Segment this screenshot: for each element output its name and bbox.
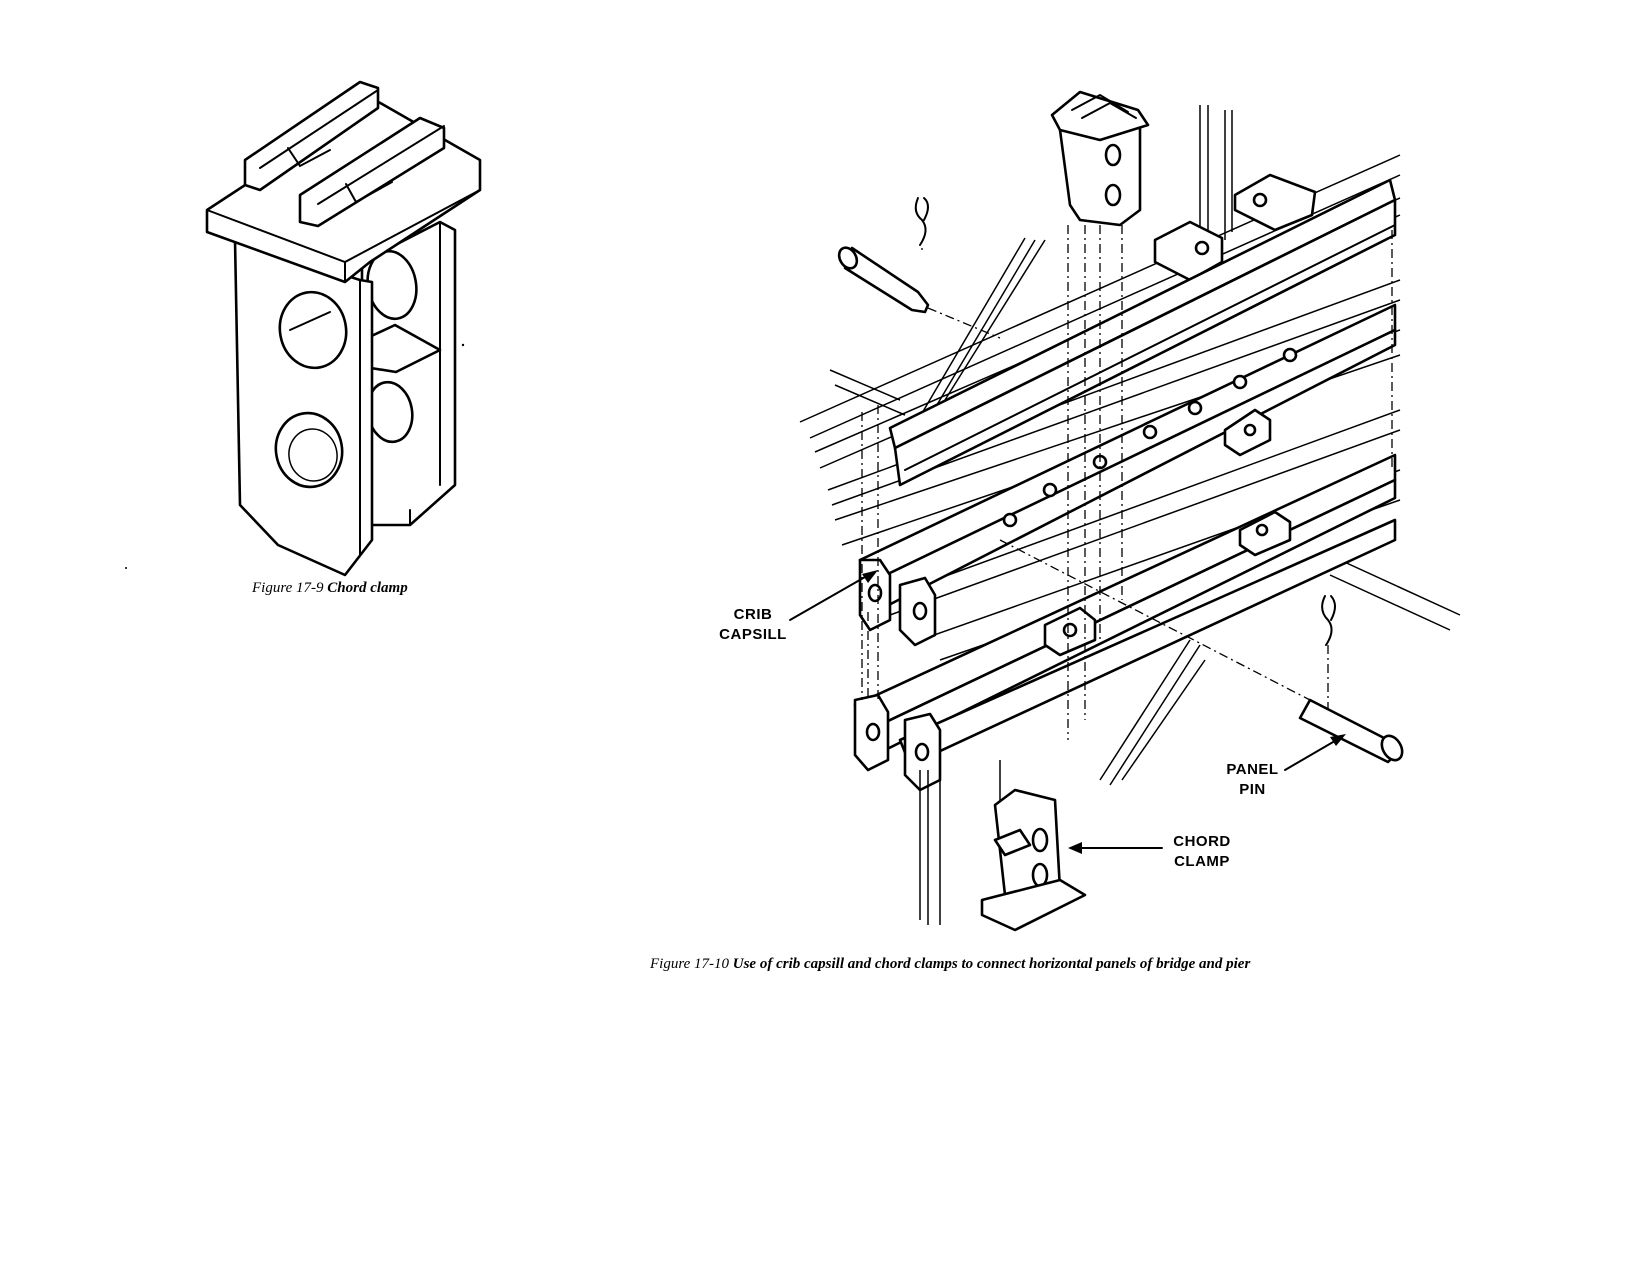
figure-17-9-title: Chord clamp (327, 580, 408, 596)
crib-capsill-label: CRIB CAPSILL (708, 605, 798, 645)
chord-clamp-label-line2: CLAMP (1174, 853, 1230, 870)
assembly-drawing (789, 90, 1461, 932)
chord-clamp-label-line1: CHORD (1173, 833, 1231, 850)
chord-clamp-label: CHORD CLAMP (1162, 832, 1242, 872)
panel-pin-arrowhead (1330, 734, 1346, 746)
crib-capsill-upper (858, 303, 1397, 647)
chord-clamp-figure: Figure 17-9 Chord clamp (0, 0, 560, 640)
upper-brackets (1153, 173, 1317, 282)
bottom-chord-clamp (980, 788, 1087, 932)
figure-17-10-title: Use of crib capsill and chord clamps to … (732, 956, 1251, 972)
top-chord-clamp (1050, 90, 1150, 227)
panel-pin-label: PANEL PIN (1215, 760, 1290, 800)
figure-17-9-caption: Figure 17-9 Chord clamp (252, 580, 408, 597)
panel-pin-label-line1: PANEL (1226, 761, 1279, 778)
panel-pin-lower (1298, 595, 1404, 764)
panel-pin-upper (837, 197, 930, 314)
panel-pin-label-line2: PIN (1239, 781, 1266, 798)
chord-clamp-arrowhead (1068, 842, 1082, 854)
alignment-lines (861, 225, 1393, 740)
lower-chord-member (853, 453, 1397, 792)
chord-clamp-drawing (125, 80, 482, 577)
figure-17-10-caption: Figure 17-10 Use of crib capsill and cho… (650, 956, 1250, 973)
panel-pin-leader (1284, 737, 1341, 771)
crib-capsill-label-line2: CAPSILL (719, 626, 787, 643)
upper-chord-member (888, 178, 1397, 487)
crib-capsill-label-line1: CRIB (733, 606, 773, 623)
crib-capsill-arrowhead (862, 570, 878, 583)
figure-17-9-number: Figure 17-9 (252, 580, 324, 596)
crib-capsill-leader (789, 572, 873, 621)
figure-17-10-number: Figure 17-10 (650, 956, 730, 972)
assembly-figure: CRIB CAPSILL PANEL PIN CHORD CLAMP Figur… (650, 90, 1461, 973)
